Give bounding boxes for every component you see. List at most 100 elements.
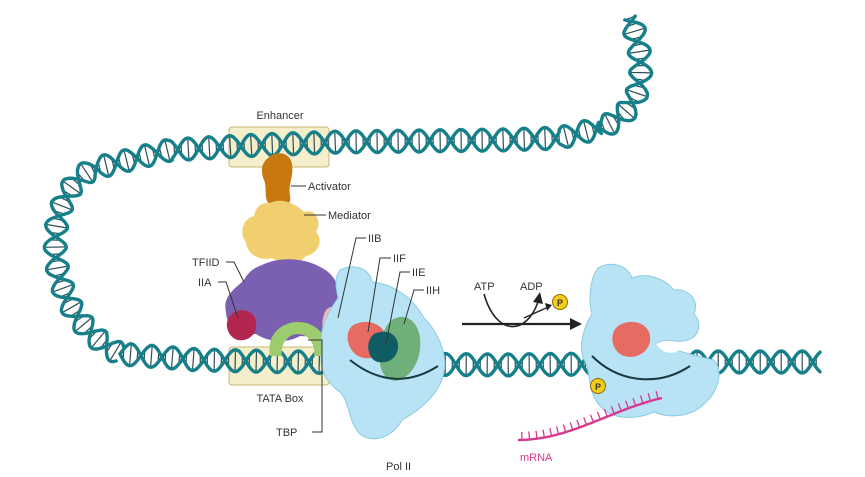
label-atp: ATP: [474, 281, 495, 293]
mrna-base: [655, 391, 659, 400]
dna-base-pair: [170, 346, 174, 369]
dna-strand-a: [118, 343, 822, 378]
dna-base-pair: [52, 283, 74, 293]
tbp-protein: [269, 322, 327, 356]
dna-base-pair: [164, 139, 171, 162]
iib-leader: [337, 237, 366, 319]
dna-base-pair: [334, 131, 337, 154]
label-tata-box: TATA Box: [256, 393, 304, 405]
mrna-base: [535, 430, 538, 439]
label-pol2: Pol II: [386, 461, 411, 473]
mrna-base: [647, 393, 652, 402]
iie-protein: [368, 331, 398, 363]
label-enhancer: Enhancer: [256, 110, 303, 122]
dna-base-pair: [313, 131, 316, 155]
adp-arrow-head: [533, 292, 543, 304]
mrna-strand: [517, 391, 663, 442]
pol2-inner-cleft: [656, 341, 680, 353]
mrna-base: [639, 395, 644, 404]
label-iib: IIB: [368, 233, 381, 245]
iih-leader: [403, 289, 424, 325]
process-arrow-head: [570, 318, 582, 330]
iia-protein: [226, 310, 257, 341]
dna-base-pair: [90, 330, 106, 349]
dna-base-pair: [292, 132, 295, 155]
dna-base-pair: [623, 27, 646, 35]
label-tfiid: TFIID: [192, 257, 220, 269]
activator-protein: [261, 153, 293, 209]
iie-leader: [385, 271, 410, 345]
mrna-base: [569, 422, 574, 431]
label-iie: IIE: [412, 267, 425, 279]
dna-base-pair: [46, 265, 69, 271]
dna-base-pair: [80, 163, 94, 183]
dna-base-pair: [255, 350, 258, 373]
mrna-base: [617, 403, 622, 412]
mrna-base: [610, 406, 615, 414]
label-iih: IIH: [426, 285, 440, 297]
mrna-base: [576, 419, 581, 428]
dna-helix-loop: [42, 160, 126, 364]
dna-base-pair: [208, 136, 211, 159]
label-tbp: TBP: [276, 427, 297, 439]
label-iia: IIA: [198, 277, 212, 289]
label-activator: Activator: [308, 181, 351, 193]
atp-hydrolysis-curve: [483, 293, 539, 328]
dna-strand-b: [94, 120, 601, 174]
label-iif: IIF: [393, 253, 406, 265]
dna-base-pair: [61, 301, 82, 314]
dna-helix-top: [94, 118, 604, 179]
dna-strand-b: [43, 166, 126, 351]
mrna-base: [542, 429, 545, 438]
phosphate-badge-free-label: P: [557, 298, 563, 308]
dna-base-pair: [604, 113, 616, 134]
transcription-bubble-right: [591, 355, 691, 381]
dna-base-pair: [544, 127, 547, 150]
dna-base-pair: [502, 128, 505, 151]
dna-base-pair: [191, 348, 195, 371]
label-adp: ADP: [520, 281, 543, 293]
dna-base-pair: [628, 49, 651, 54]
tbp-leader: [308, 339, 323, 433]
dna-strand-b: [598, 18, 654, 130]
mrna-base: [596, 411, 601, 420]
dna-helix-right: [598, 14, 654, 136]
iif-leader: [367, 257, 391, 333]
dna-base-pair: [62, 180, 82, 195]
dna-base-pair: [129, 343, 132, 366]
dna-base-pair: [143, 144, 151, 167]
dna-base-pair: [74, 317, 93, 333]
label-mrna: mRNA: [520, 452, 553, 464]
iif-protein-elongation: [612, 321, 651, 357]
dna-base-pair: [617, 103, 635, 119]
mrna-base: [528, 431, 531, 440]
dna-base-pair: [187, 137, 190, 161]
iih-protein: [379, 316, 421, 381]
mrna-base: [589, 414, 595, 423]
dna-base-pair: [562, 125, 570, 148]
tfiid-leader: [226, 261, 245, 283]
dna-base-pair: [583, 120, 590, 143]
phosphate-release-arrow: [523, 307, 547, 319]
dna-base-pair: [250, 134, 253, 157]
mrna-base: [624, 400, 630, 409]
phosphate-badge-free: [552, 294, 568, 310]
dna-base-pair: [109, 341, 122, 362]
mrna-base: [555, 426, 560, 435]
pol2-elongation-complex: [581, 263, 720, 418]
dna-base-pair: [229, 135, 232, 158]
dna-base-pair: [45, 223, 68, 229]
dna-base-pair: [271, 133, 274, 156]
transcription-bubble-left: [349, 359, 439, 380]
label-mediator: Mediator: [328, 210, 371, 222]
dna-base-pair: [629, 71, 652, 74]
mrna-backbone: [517, 396, 663, 442]
dna-base-pair: [626, 89, 648, 98]
mrna-base: [603, 408, 608, 417]
phosphate-badge-bound-label: P: [595, 382, 601, 392]
phosphate-badge-bound: [590, 378, 606, 394]
dna-base-pair: [103, 154, 110, 177]
dna-base-pair: [523, 128, 526, 151]
dna-strand-a: [42, 160, 118, 364]
